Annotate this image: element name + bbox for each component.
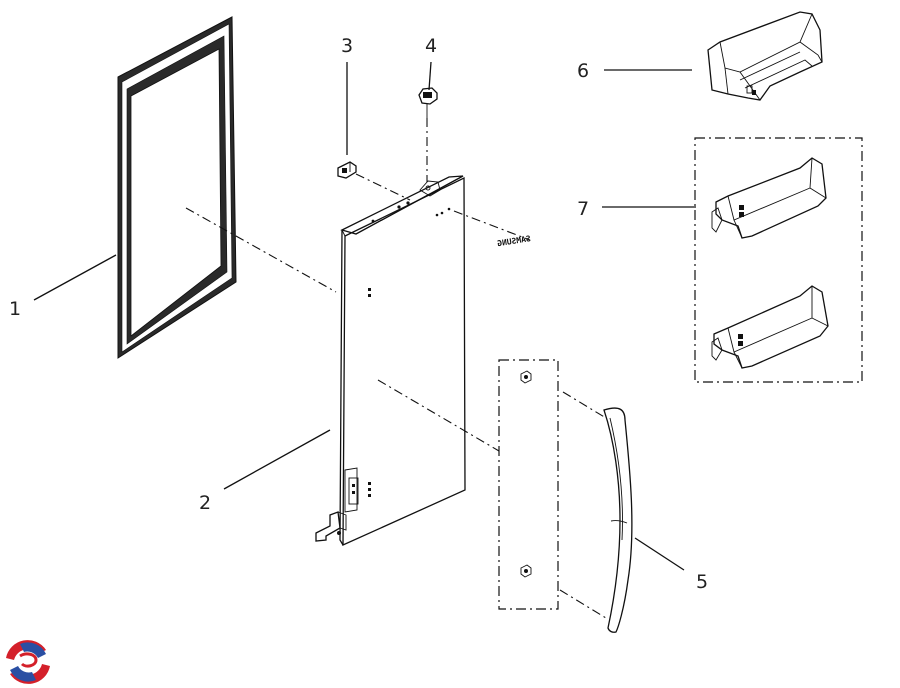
leader-lines bbox=[33, 61, 696, 571]
door-brand-text: SAMSUNG bbox=[496, 234, 531, 248]
hinge-clip bbox=[337, 161, 357, 179]
callout-1: 1 bbox=[9, 298, 22, 320]
brand-swirl-logo bbox=[4, 638, 52, 686]
hinge-cap bbox=[418, 87, 438, 118]
door-gasket bbox=[117, 16, 237, 359]
assembly-lines bbox=[185, 118, 607, 619]
callout-4: 4 bbox=[425, 35, 438, 57]
callout-5: 5 bbox=[696, 571, 709, 593]
door-handle bbox=[603, 407, 633, 633]
dairy-bin bbox=[707, 11, 823, 101]
handle-mounting-plate bbox=[498, 359, 559, 610]
callout-7: 7 bbox=[577, 198, 590, 220]
callout-3: 3 bbox=[341, 35, 354, 57]
door-bins-group bbox=[694, 137, 863, 383]
callout-2: 2 bbox=[199, 492, 212, 514]
callout-6: 6 bbox=[577, 60, 590, 82]
door-bin-lower bbox=[711, 285, 829, 369]
door-panel bbox=[315, 175, 466, 547]
door-bin-upper bbox=[711, 157, 827, 239]
